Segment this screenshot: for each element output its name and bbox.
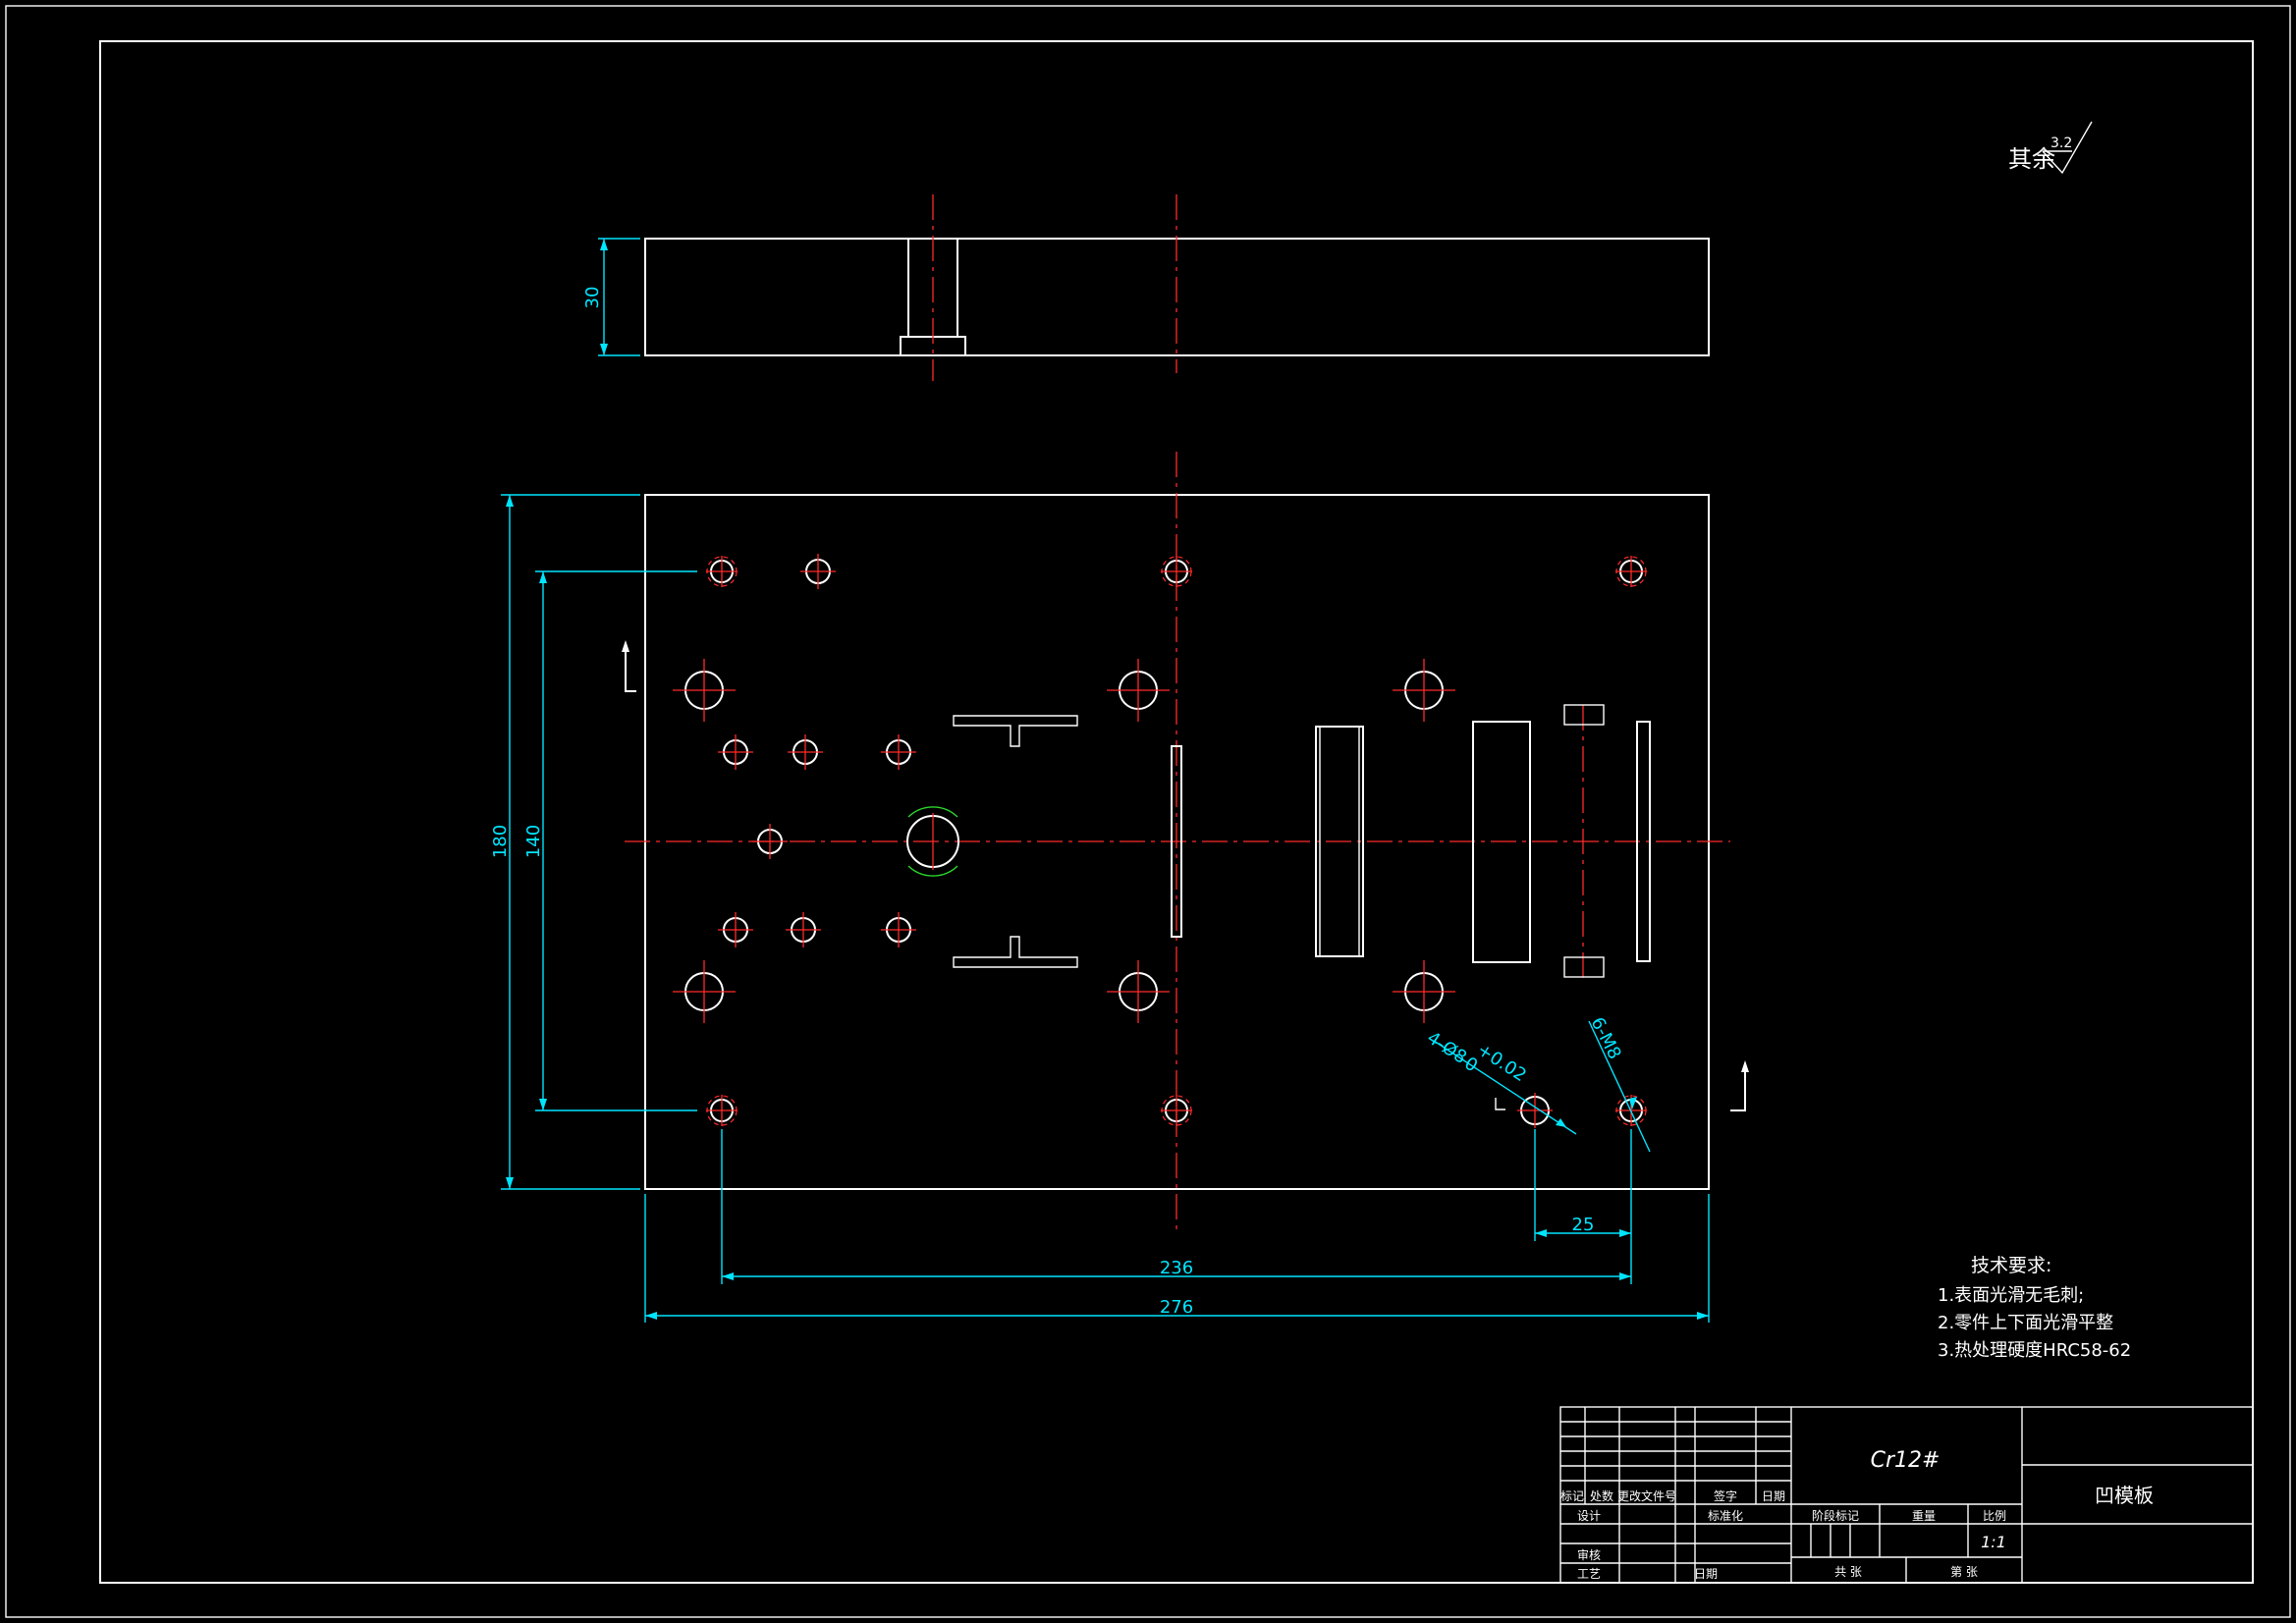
roughness-check-icon (2042, 121, 2093, 175)
threaded-hole (706, 1095, 738, 1126)
tech-requirements: 技术要求: 1.表面光滑无毛刺; 2.零件上下面光滑平整 3.热处理硬度HRC5… (1938, 1255, 2131, 1361)
small-hole (752, 824, 788, 859)
small-hole (788, 734, 823, 770)
callout-pin-holes: 4-Ø8 (1423, 1028, 1470, 1068)
material-label: Cr12# (1871, 1448, 1941, 1473)
screw-hole (1393, 960, 1455, 1023)
standardization-label: 标准化 (1708, 1509, 1743, 1523)
threaded-hole (706, 556, 738, 587)
tech-requirement-3: 3.热处理硬度HRC58-62 (1938, 1340, 2131, 1361)
small-hole (718, 734, 753, 770)
cavity-2 (1472, 721, 1531, 963)
small-hole (718, 912, 753, 947)
top-view: 180 140 236 276 25 4-Ø8 +0.02 0 6-M8 (490, 452, 1749, 1323)
row-review: 审核 (1577, 1547, 1601, 1562)
roughness-symbol: 其余 3.2 (2008, 121, 2093, 175)
small-hole-group (718, 554, 916, 947)
slot-narrow (1171, 745, 1182, 938)
cavity-1 (1315, 726, 1364, 957)
dim-width-total: 276 (1160, 1297, 1193, 1318)
small-hole (800, 554, 836, 589)
cavity-3-bottom (1563, 956, 1605, 978)
threaded-hole (1161, 1095, 1192, 1126)
screw-hole (1393, 659, 1455, 722)
sheet-number: 第 张 (1950, 1565, 1978, 1579)
ratio-label: 比例 (1983, 1509, 2006, 1523)
header-date: 日期 (1762, 1489, 1785, 1503)
header-count: 处数 (1590, 1488, 1613, 1503)
t-slot-upper (953, 715, 1078, 747)
scale-value: 1:1 (1981, 1533, 2006, 1551)
row-design: 设计 (1577, 1509, 1601, 1523)
tech-requirement-1: 1.表面光滑无毛刺; (1938, 1285, 2084, 1306)
cavity-4 (1636, 721, 1651, 962)
header-signature: 签字 (1714, 1488, 1737, 1503)
cavity-3-top (1563, 704, 1605, 726)
screw-hole-group (673, 659, 1455, 1023)
screw-hole (673, 960, 736, 1023)
threaded-hole (1161, 556, 1192, 587)
dim-height-total: 180 (490, 825, 511, 858)
screw-hole (673, 659, 736, 722)
header-change-doc: 更改文件号 (1617, 1488, 1676, 1503)
dim-height-holes: 140 (523, 825, 544, 858)
date-label: 日期 (1694, 1567, 1718, 1581)
header-mark: 标记 (1560, 1489, 1584, 1503)
callout-thread-holes: 6-M8 (1587, 1014, 1625, 1063)
small-hole (881, 912, 916, 947)
screw-hole (1107, 659, 1170, 722)
t-slot-lower (953, 936, 1078, 968)
small-hole (786, 912, 821, 947)
outer-border (5, 5, 2291, 1618)
screw-hole (1107, 960, 1170, 1023)
section-marker-right (1730, 1064, 1746, 1111)
tech-requirement-2: 2.零件上下面光滑平整 (1938, 1313, 2113, 1333)
stage-label: 阶段标记 (1812, 1508, 1859, 1523)
pin-hole (1517, 1093, 1553, 1128)
callout-pin-tol-upper: +0.02 (1473, 1040, 1530, 1087)
side-view: 30 (582, 194, 1710, 381)
part-name: 凹模板 (2095, 1484, 2154, 1507)
dim-spacing: 25 (1572, 1215, 1595, 1235)
threaded-hole (1615, 556, 1647, 587)
section-marker-left (625, 643, 636, 692)
drawing-frame (99, 40, 2254, 1584)
dim-width-holes: 236 (1160, 1258, 1193, 1278)
row-process: 工艺 (1577, 1567, 1601, 1581)
title-block: Cr12# 凹模板 1:1 标记 处数 更改文件号 签字 日期 设计 审核 工艺… (1559, 1406, 2254, 1584)
sheets-total: 共 张 (1834, 1565, 1862, 1579)
dim-height-side: 30 (582, 287, 603, 309)
small-hole (881, 734, 916, 770)
roughness-label: 其余 (2008, 145, 2055, 173)
roughness-value: 3.2 (2050, 135, 2072, 151)
weight-label: 重量 (1912, 1509, 1936, 1523)
tech-requirements-title: 技术要求: (1971, 1255, 2051, 1276)
